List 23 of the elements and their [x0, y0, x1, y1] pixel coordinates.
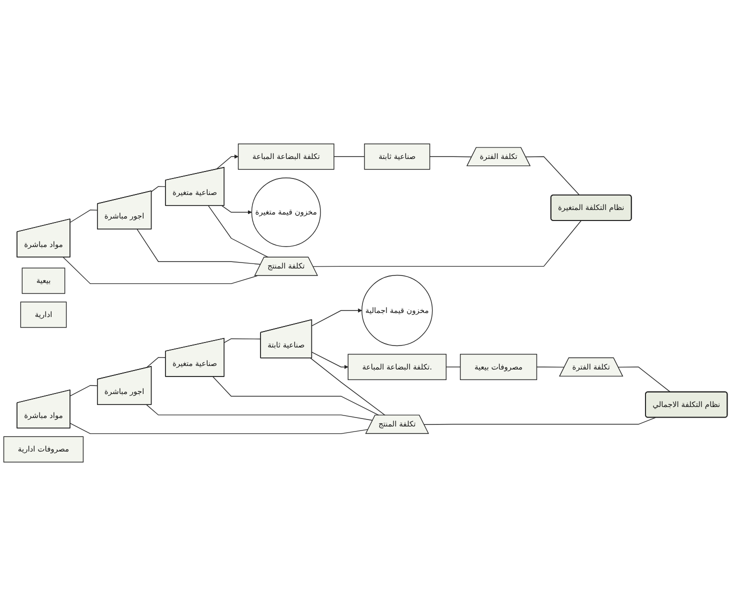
connector [312, 220, 582, 267]
connector [310, 358, 386, 416]
arrow [312, 308, 362, 326]
connector [334, 156, 365, 157]
connector [70, 210, 98, 223]
connector [424, 417, 656, 425]
connector [151, 186, 166, 192]
connector [146, 357, 166, 368]
connector [224, 338, 262, 343]
connector [212, 376, 380, 416]
connector [525, 156, 580, 196]
connector [70, 422, 369, 434]
connector [208, 205, 269, 258]
connector [429, 156, 472, 158]
connector [446, 366, 461, 368]
arrow [216, 154, 238, 170]
arrow [222, 205, 252, 214]
connector [536, 366, 565, 368]
arrow [312, 352, 348, 370]
connector [618, 366, 671, 392]
connector [136, 228, 262, 265]
connector [146, 404, 374, 421]
connector [70, 385, 98, 396]
